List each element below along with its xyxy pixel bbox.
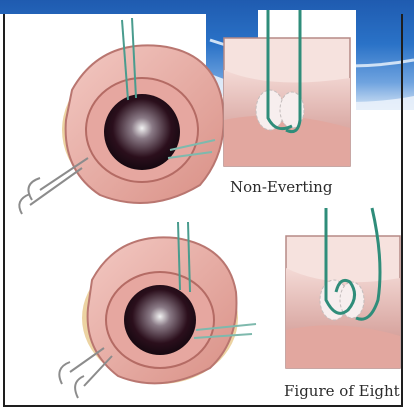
annulus-illustration-bottom (59, 222, 256, 398)
caption-non-everting: Non-Everting (230, 178, 333, 196)
non-everting-inset (224, 10, 350, 166)
annulus-illustration-top (19, 18, 223, 214)
figure-of-eight-inset (286, 208, 400, 368)
caption-figure-of-eight: Figure of Eight (284, 382, 400, 400)
